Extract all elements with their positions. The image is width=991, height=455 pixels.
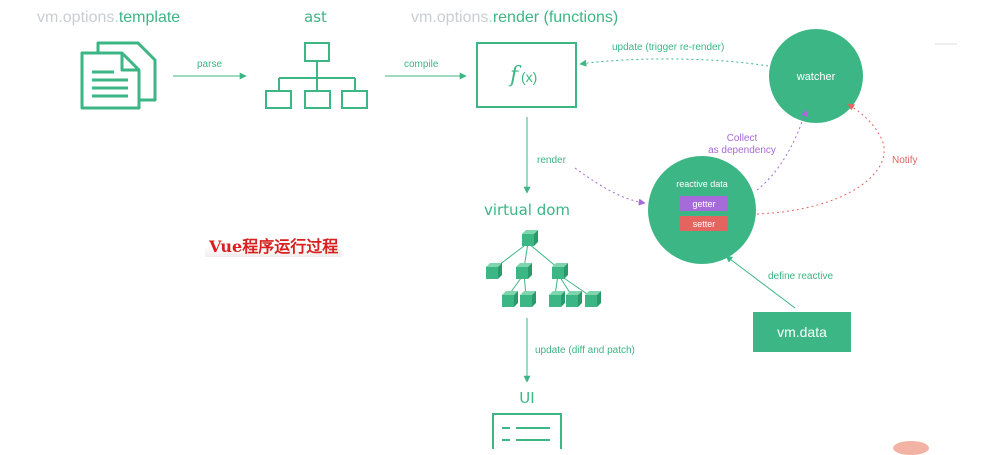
getter-badge	[680, 196, 728, 211]
ui-window-icon	[492, 413, 562, 449]
update-trigger-label: update (trigger re-render)	[612, 42, 724, 53]
update-diff-label: update (diff and patch)	[535, 345, 635, 356]
vdom-node-cube	[520, 291, 536, 307]
ast-tree-icon	[265, 42, 368, 109]
vdom-node-cube	[552, 263, 568, 279]
reactive-data-label: reactive data	[676, 179, 728, 189]
getter-label: getter	[692, 199, 715, 209]
parse-label: parse	[197, 59, 222, 70]
collect-label-line2: as dependency	[708, 145, 776, 156]
define-reactive-arrow	[725, 255, 796, 309]
render-dependency-curve	[574, 167, 646, 206]
document-icon	[80, 41, 157, 110]
vm-data-box	[753, 312, 851, 352]
render-function-box: f (x)	[476, 42, 577, 108]
vm-data-label: vm.data	[777, 324, 827, 340]
vdom-node-cube	[522, 230, 538, 246]
compile-label: compile	[404, 59, 439, 70]
corner-dash	[935, 43, 957, 45]
watcher-label: watcher	[796, 71, 836, 83]
vdom-node-cube	[502, 291, 518, 307]
corner-blob	[893, 441, 929, 455]
vdom-node-cube	[516, 263, 532, 279]
notify-label: Notify	[892, 155, 918, 166]
chinese-annotation: Vue程序运行过程	[205, 233, 343, 257]
watcher-node	[769, 29, 863, 123]
ast-heading: ast	[304, 8, 327, 26]
update-trigger-arrow	[579, 58, 769, 67]
setter-label: setter	[693, 219, 716, 229]
virtual-dom-nodes	[486, 230, 601, 307]
render-heading: vm.options.render (functions)	[411, 9, 618, 26]
setter-badge	[680, 216, 728, 231]
vdom-node-cube	[486, 263, 502, 279]
vdom-node-cube	[585, 291, 601, 307]
vdom-node-cube	[566, 291, 582, 307]
define-reactive-label: define reactive	[768, 271, 833, 282]
render-label: render	[537, 155, 567, 166]
collect-dependency-arrow	[756, 109, 808, 191]
template-heading: vm.options.template	[37, 9, 180, 26]
collect-label-line1: Collect	[727, 133, 758, 144]
virtual-dom-heading: virtual dom	[484, 201, 570, 219]
function-x: (x)	[521, 69, 537, 85]
virtual-dom-tree-icon	[494, 242, 591, 297]
vdom-node-cube	[549, 291, 565, 307]
ui-heading: UI	[519, 389, 534, 407]
